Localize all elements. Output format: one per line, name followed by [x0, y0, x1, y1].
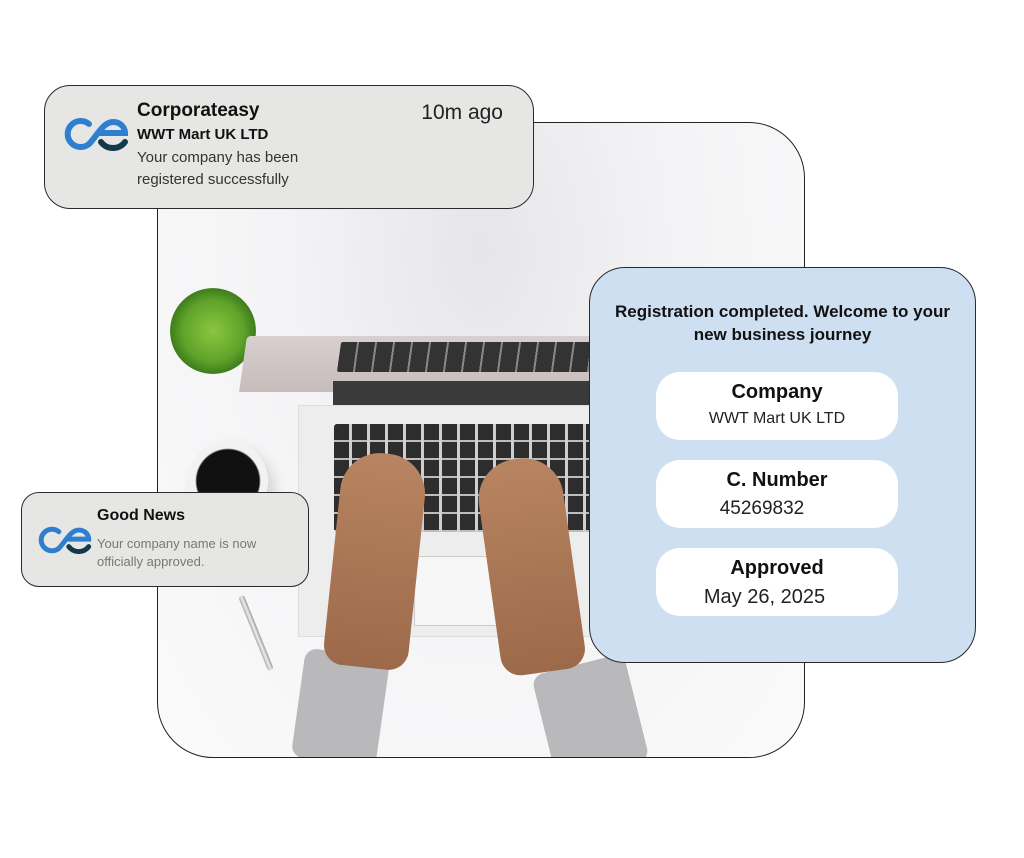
company-field: Company WWT Mart UK LTD	[656, 372, 898, 440]
company-value: WWT Mart UK LTD	[708, 410, 846, 427]
notification-company-name: WWT Mart UK LTD	[137, 126, 269, 143]
company-number-value: 45269832	[719, 498, 805, 519]
notification-title: Good News	[97, 507, 186, 524]
plant-image	[170, 288, 256, 374]
company-label: Company	[731, 381, 823, 403]
approved-date-value: May 26, 2025	[703, 586, 826, 608]
company-number-field: C. Number 45269832	[656, 460, 898, 528]
corporateasy-logo-icon	[64, 118, 129, 151]
registration-notification[interactable]: Corporateasy WWT Mart UK LTD Your compan…	[44, 85, 534, 209]
notification-app-name: Corporateasy	[137, 100, 260, 121]
approved-label: Approved	[730, 557, 824, 579]
approved-date-field: Approved May 26, 2025	[656, 548, 898, 616]
corporateasy-logo-icon	[38, 526, 92, 555]
company-number-label: C. Number	[726, 469, 828, 491]
good-news-notification[interactable]: Good News Your company name is now offic…	[21, 492, 309, 587]
registration-heading: Registration completed. Welcome to your …	[614, 302, 951, 344]
notification-timestamp: 10m ago	[421, 101, 503, 124]
laptop-hinge-image	[333, 381, 633, 405]
notification-message: Your company name is now officially appr…	[97, 536, 257, 569]
registration-summary-card: Registration completed. Welcome to your …	[589, 267, 976, 663]
notification-message: Your company has been registered success…	[137, 149, 299, 188]
pen-image	[238, 594, 274, 672]
